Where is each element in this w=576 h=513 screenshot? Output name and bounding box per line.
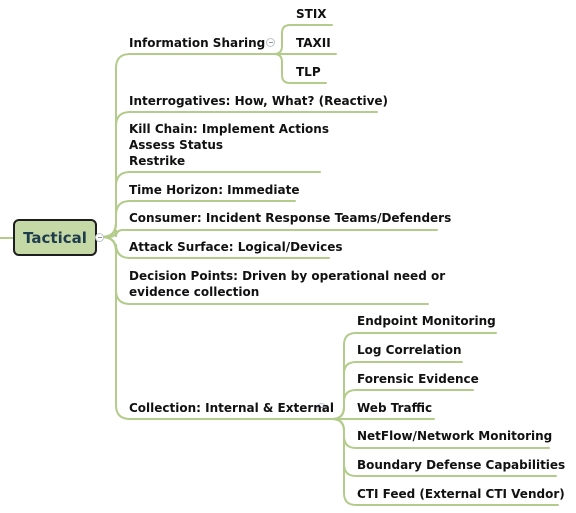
- leaf-boundary-defense[interactable]: Boundary Defense Capabilities: [357, 458, 566, 472]
- leaf-forensic-evidence[interactable]: Forensic Evidence: [357, 372, 479, 386]
- branch-decision-points-line-1[interactable]: Decision Points: Driven by operational n…: [129, 269, 446, 283]
- collapse-toggle-icon[interactable]: [95, 233, 104, 242]
- leaf-endpoint-monitoring[interactable]: Endpoint Monitoring: [357, 314, 496, 328]
- branch-decision-points-line-2: evidence collection: [129, 285, 260, 299]
- branch-consumer[interactable]: Consumer: Incident Response Teams/Defend…: [129, 211, 452, 225]
- leaf-log-correlation[interactable]: Log Correlation: [357, 343, 462, 357]
- branch-kill-chain-line-1[interactable]: Kill Chain: Implement Actions: [129, 122, 329, 136]
- leaf-tlp[interactable]: TLP: [296, 65, 321, 79]
- leaf-netflow-monitoring[interactable]: NetFlow/Network Monitoring: [357, 429, 553, 443]
- leaf-line-collection-6: [327, 418, 559, 506]
- collapse-toggle-icon[interactable]: [317, 403, 326, 412]
- branch-information-sharing[interactable]: Information Sharing: [129, 36, 266, 50]
- branch-time-horizon[interactable]: Time Horizon: Immediate: [129, 183, 300, 197]
- leaf-line-info-2: [273, 53, 327, 84]
- collapse-toggle-icon[interactable]: [266, 38, 275, 47]
- branch-collection[interactable]: Collection: Internal & External: [129, 401, 335, 415]
- branch-line-consumer: [99, 229, 438, 238]
- leaf-stix[interactable]: STIX: [296, 7, 327, 21]
- branch-line-collection: [99, 236, 329, 420]
- leaf-web-traffic[interactable]: Web Traffic: [357, 401, 433, 415]
- branch-kill-chain-line-3: Restrike: [129, 154, 186, 168]
- leaf-cti-feed[interactable]: CTI Feed (External CTI Vendor): [357, 487, 565, 501]
- branch-kill-chain-line-2: Assess Status: [129, 138, 224, 152]
- branch-attack-surface[interactable]: Attack Surface: Logical/Devices: [129, 240, 343, 254]
- leaf-taxii[interactable]: TAXII: [296, 36, 331, 50]
- root-node-tactical[interactable]: Tactical: [13, 219, 97, 256]
- branch-interrogatives[interactable]: Interrogatives: How, What? (Reactive): [129, 94, 389, 108]
- root-label: Tactical: [23, 228, 87, 247]
